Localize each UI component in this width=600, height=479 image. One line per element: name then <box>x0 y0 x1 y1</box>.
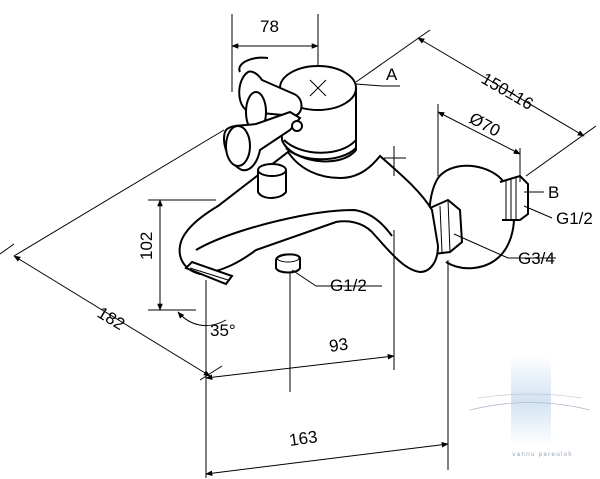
watermark-text: vannu pereulok <box>512 451 573 458</box>
dim-78: 78 <box>260 17 279 36</box>
callout-g12-bottom: G1/2 <box>330 276 367 295</box>
callout-g12-right: G1/2 <box>556 209 593 228</box>
callout-g34: G3/4 <box>518 249 555 268</box>
callout-a: A <box>386 65 398 84</box>
dim-35: 35° <box>210 321 236 340</box>
diverter-knob <box>257 170 287 199</box>
threaded-stub <box>499 174 529 221</box>
callout-labels: A B G1/2 G3/4 G1/2 <box>330 65 593 295</box>
faucet-body <box>178 150 440 276</box>
dim-102: 102 <box>137 232 156 260</box>
dim-150: 150±16 <box>478 69 537 114</box>
watermark-logo: vannu pereulok <box>469 356 591 458</box>
callout-b: B <box>548 183 559 202</box>
dim-93: 93 <box>328 335 349 356</box>
diverter-outlet <box>275 253 301 274</box>
dim-163: 163 <box>288 427 319 450</box>
dimension-lines <box>0 14 597 478</box>
